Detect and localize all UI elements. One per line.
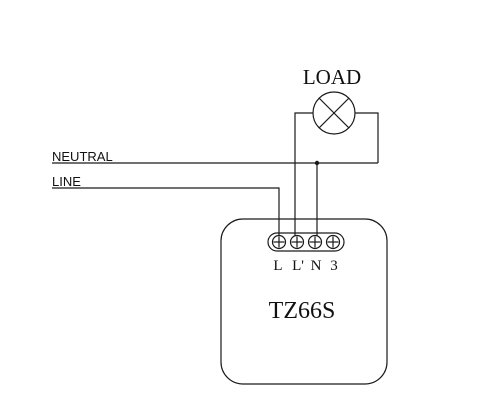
screw-terminal-icon (325, 234, 341, 250)
lamp-icon (312, 91, 356, 135)
terminal-label-n: N (311, 258, 322, 274)
line-wire (52, 187, 280, 236)
screw-terminal-icon (271, 234, 287, 250)
terminal-label-3: 3 (330, 258, 338, 274)
screw-terminal-icon (289, 234, 305, 250)
device-body (220, 218, 388, 385)
terminal-strip (267, 232, 345, 252)
terminal-label-l-prime: L' (292, 258, 304, 274)
terminal-label-l: L (273, 258, 282, 274)
line-label: LINE (52, 174, 81, 189)
load-neutral-wire (355, 112, 379, 163)
device-model-label: TZ66S (269, 298, 336, 324)
switched-live-wire (294, 112, 313, 236)
screw-terminal-icon (307, 234, 323, 250)
neutral-label: NEUTRAL (52, 149, 113, 164)
load-label: LOAD (303, 65, 361, 89)
